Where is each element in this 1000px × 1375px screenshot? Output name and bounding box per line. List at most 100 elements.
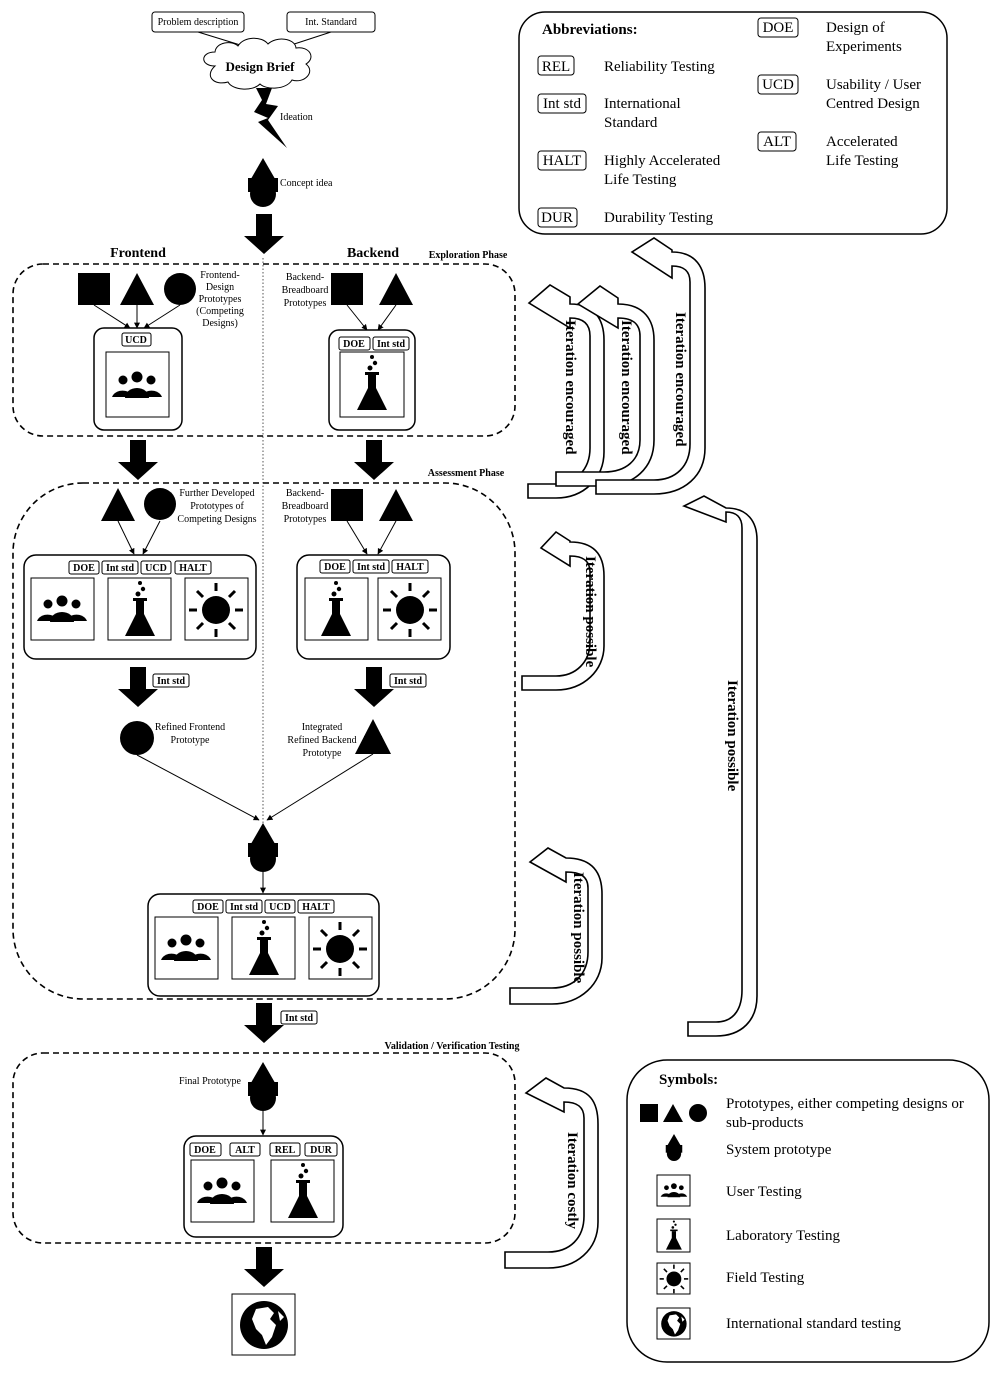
- problem-description-box: Problem description: [151, 11, 245, 33]
- tag-halt: HALT: [302, 902, 330, 913]
- tag-int-std: Int std: [377, 339, 406, 350]
- be-proto2-line-0: Backend-: [286, 488, 324, 499]
- be-proto2-line-1: Breadboard: [282, 501, 329, 512]
- validation-phase-box: [12, 1052, 516, 1244]
- fe-proto-line-4: Designs): [202, 318, 238, 329]
- fe-further-line-0: Further Developed: [179, 488, 254, 499]
- arrow-fe-to-assessment: [118, 440, 158, 480]
- assessment-phase-box: [12, 482, 516, 1000]
- symbol-globe-icon: [661, 1311, 687, 1337]
- tag-halt: HALT: [179, 563, 207, 574]
- iteration-arrow-7: [504, 1077, 599, 1269]
- iteration-arrow-4: [521, 530, 605, 691]
- symbol-desc-5: International standard testing: [726, 1316, 901, 1332]
- iteration-encouraged-3-label: Iteration encouraged: [672, 312, 688, 447]
- tag-ucd: UCD: [269, 902, 291, 913]
- be-further-shapes: [331, 489, 413, 521]
- problem-description-label: Problem description: [158, 17, 239, 28]
- fe-refined-line-0: Refined Frontend: [155, 722, 225, 733]
- tag-halt: HALT: [396, 562, 424, 573]
- tag-int-std: Int std: [285, 1013, 314, 1024]
- symbol-desc-3: Laboratory Testing: [726, 1228, 841, 1244]
- int-standard-label: Int. Standard: [305, 17, 357, 28]
- arrow-be-to-refined: [354, 667, 394, 707]
- final-prototype-label: Final Prototype: [179, 1076, 242, 1087]
- be-refined-line-2: Prototype: [303, 748, 342, 759]
- iteration-encouraged-2-label: Iteration encouraged: [618, 320, 634, 455]
- assessment-phase-label: Assessment Phase: [428, 468, 505, 479]
- iteration-costly-label: Iteration costly: [564, 1132, 580, 1230]
- abbr-code-alt: ALT: [763, 134, 791, 150]
- arrow-to-standard: [244, 1247, 284, 1287]
- arrow-be-to-assessment: [354, 440, 394, 480]
- concept-system-prototype: [248, 158, 278, 207]
- symbol-desc-0-1: sub-products: [726, 1115, 804, 1131]
- abbr-desc-int-0: International: [604, 96, 681, 112]
- validation-test-box: DOE ALT REL DUR: [183, 1135, 344, 1238]
- iteration-arrow-5: [682, 495, 758, 1037]
- abbr-desc-int-1: Standard: [604, 115, 658, 131]
- symbols-title: Symbols:: [659, 1072, 718, 1088]
- tag-ucd: UCD: [125, 335, 147, 346]
- exploration-backend-test-box: DOE Int std: [328, 329, 416, 431]
- fe-proto-line-0: Frontend-: [200, 270, 239, 281]
- design-brief-label: Design Brief: [226, 59, 296, 74]
- exploration-phase-label: Exploration Phase: [429, 250, 508, 261]
- be-refined-line-0: Integrated: [302, 722, 343, 733]
- ideation-label: Ideation: [280, 112, 313, 123]
- abbr-desc-alt-0: Accelerated: [826, 134, 898, 150]
- tag-dur: DUR: [310, 1145, 332, 1156]
- backend-prototype-shapes: [331, 273, 413, 305]
- assessment-system-test-box: DOE Int std UCD HALT: [147, 893, 380, 997]
- be-proto-line-0: Backend-: [286, 272, 324, 283]
- iteration-arrow-2: [555, 285, 655, 487]
- final-system-prototype: [248, 1062, 278, 1111]
- fe-proto-line-1: Design: [206, 282, 234, 293]
- abbr-desc-alt-1: Life Testing: [826, 153, 899, 169]
- iteration-possible-2-label: Iteration possible: [724, 680, 740, 792]
- abbr-desc-doe-0: Design of: [826, 20, 885, 36]
- international-standard-box: [231, 1293, 296, 1356]
- iteration-arrow-3: [595, 237, 706, 495]
- int-standard-box: Int. Standard: [286, 11, 376, 33]
- concept-idea-label: Concept idea: [280, 178, 333, 189]
- design-brief-cloud: Design Brief: [203, 37, 312, 90]
- arrow-concept-down: [244, 214, 284, 254]
- refined-frontend-circle: [120, 721, 154, 755]
- abbr-desc-ucd-1: Centred Design: [826, 96, 920, 112]
- fe-refined-line-1: Prototype: [171, 735, 210, 746]
- refined-backend-shape: [355, 719, 391, 754]
- tag-alt: ALT: [235, 1145, 255, 1156]
- validation-phase-label: Validation / Verification Testing: [385, 1041, 520, 1052]
- abbr-desc-ucd-0: Usability / User: [826, 77, 921, 93]
- be-refined-line-1: Refined Backend: [287, 735, 356, 746]
- frontend-prototype-shapes: [78, 273, 196, 305]
- be-proto-line-2: Prototypes: [284, 298, 327, 309]
- tag-doe: DOE: [343, 339, 365, 350]
- frontend-header: Frontend: [110, 246, 166, 261]
- tag-doe: DOE: [324, 562, 346, 573]
- tag-doe: DOE: [197, 902, 219, 913]
- backend-header: Backend: [347, 246, 399, 261]
- tag-rel: REL: [275, 1145, 296, 1156]
- tag-int-std: Int std: [157, 676, 186, 687]
- abbr-code-int: Int std: [543, 96, 581, 112]
- abbr-desc-rel: Reliability Testing: [604, 59, 715, 75]
- symbol-desc-1: System prototype: [726, 1142, 832, 1158]
- tag-int-std: Int std: [106, 563, 135, 574]
- abbr-code-halt: HALT: [543, 153, 582, 169]
- abbreviations-title: Abbreviations:: [542, 22, 638, 38]
- fe-proto-line-2: Prototypes: [199, 294, 242, 305]
- fe-further-line-1: Prototypes of: [190, 501, 244, 512]
- tag-int-std: Int std: [394, 676, 423, 687]
- iteration-arrow-6: [509, 847, 603, 1005]
- ideation-bolt: [254, 88, 287, 148]
- abbreviations-legend: Abbreviations: REL Reliability Testing I…: [518, 11, 948, 235]
- symbol-prototype-shapes: [640, 1104, 707, 1122]
- symbols-legend: Symbols: Prototypes, either competing de…: [626, 1059, 990, 1363]
- be-proto2-line-2: Prototypes: [284, 514, 327, 525]
- globe-icon: [240, 1301, 288, 1349]
- integrated-system-prototype: [248, 823, 278, 872]
- symbol-desc-4: Field Testing: [726, 1270, 805, 1286]
